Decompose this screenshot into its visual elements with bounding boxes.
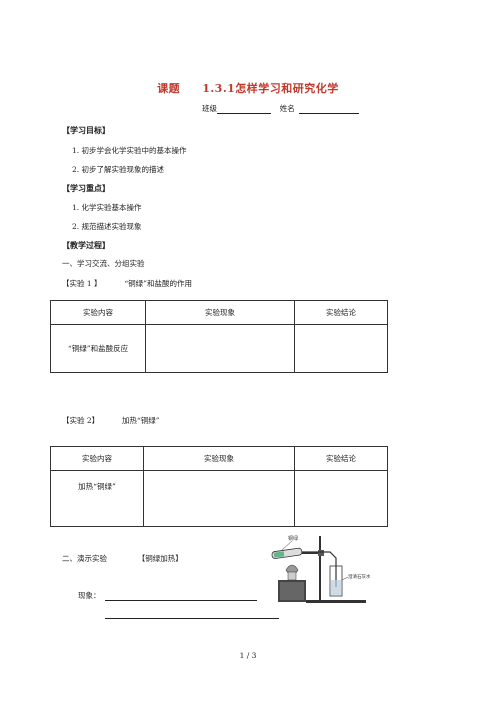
demo-line: 二、演示实验 【铜绿加热】	[62, 553, 183, 564]
fig-label-right: 澄清石灰水	[348, 573, 371, 580]
exp1-phenomenon-cell[interactable]	[145, 324, 295, 373]
observe-blank-1[interactable]	[104, 592, 257, 601]
name-blank[interactable]	[298, 105, 359, 114]
part1-heading: 一、学习交流、分组实验	[62, 259, 145, 268]
class-label: 班级	[202, 104, 217, 113]
header-conclusion: 实验结论	[294, 446, 388, 471]
class-name-line: 班级 姓名	[202, 103, 359, 114]
table-header-row: 实验内容 实验现象 实验结论	[50, 300, 388, 325]
header-content: 实验内容	[50, 300, 146, 325]
page-title: 课题 1.3.1怎样学习和研究化学	[0, 80, 496, 96]
exp1-line: 【实验 1 】 “铜绿”和盐酸的作用	[62, 278, 192, 289]
page-number: 1 / 3	[239, 651, 257, 660]
observe-blank-2[interactable]	[105, 618, 279, 619]
exp2-content-cell: 加热“铜绿”	[50, 470, 144, 527]
apparatus-figure: 铜绿 澄清石灰水	[266, 532, 378, 606]
observe-label: 现象：	[78, 591, 101, 600]
part2-heading: 二、演示实验	[62, 554, 107, 563]
header-content: 实验内容	[50, 446, 144, 471]
exp2-title: 加热“铜绿”	[121, 416, 160, 425]
exp2-table: 实验内容 实验现象 实验结论 加热“铜绿”	[50, 446, 388, 527]
key-item: 2. 规范描述实验现象	[72, 222, 142, 231]
exp2-phenomenon-cell[interactable]	[143, 470, 295, 527]
demo-label: 【铜绿加热】	[137, 554, 183, 563]
class-blank[interactable]	[217, 105, 271, 114]
exp1-title: “铜绿”和盐酸的作用	[124, 279, 192, 288]
header-phenomenon: 实验现象	[143, 446, 295, 471]
exp1-label: 【实验 1 】	[62, 279, 102, 288]
goals-heading: 【学习目标】	[62, 125, 110, 135]
exp2-line: 【实验 2】 加热“铜绿”	[62, 415, 160, 426]
exp2-label: 【实验 2】	[62, 416, 100, 425]
exp1-conclusion-cell[interactable]	[294, 324, 388, 373]
fig-label-top: 铜绿	[288, 535, 298, 542]
exp1-table: 实验内容 实验现象 实验结论 “铜绿”和盐酸反应	[50, 300, 388, 373]
title-label: 课题	[157, 82, 181, 95]
process-heading: 【教学过程】	[62, 240, 110, 250]
header-conclusion: 实验结论	[294, 300, 388, 325]
title-text: 1.3.1怎样学习和研究化学	[202, 82, 339, 95]
goal-item: 1. 初步学会化学实验中的基本操作	[72, 146, 187, 155]
table-row: 加热“铜绿”	[50, 470, 388, 527]
keys-heading: 【学习重点】	[62, 183, 110, 193]
name-label: 姓名	[279, 104, 295, 113]
key-item: 1. 化学实验基本操作	[72, 203, 142, 212]
exp1-content-cell: “铜绿”和盐酸反应	[50, 324, 146, 373]
header-phenomenon: 实验现象	[145, 300, 295, 325]
table-header-row: 实验内容 实验现象 实验结论	[50, 446, 388, 471]
exp2-conclusion-cell[interactable]	[294, 470, 388, 527]
table-row: “铜绿”和盐酸反应	[50, 324, 388, 373]
goal-item: 2. 初步了解实验现象的描述	[72, 165, 165, 174]
observe-line: 现象：	[78, 590, 257, 601]
